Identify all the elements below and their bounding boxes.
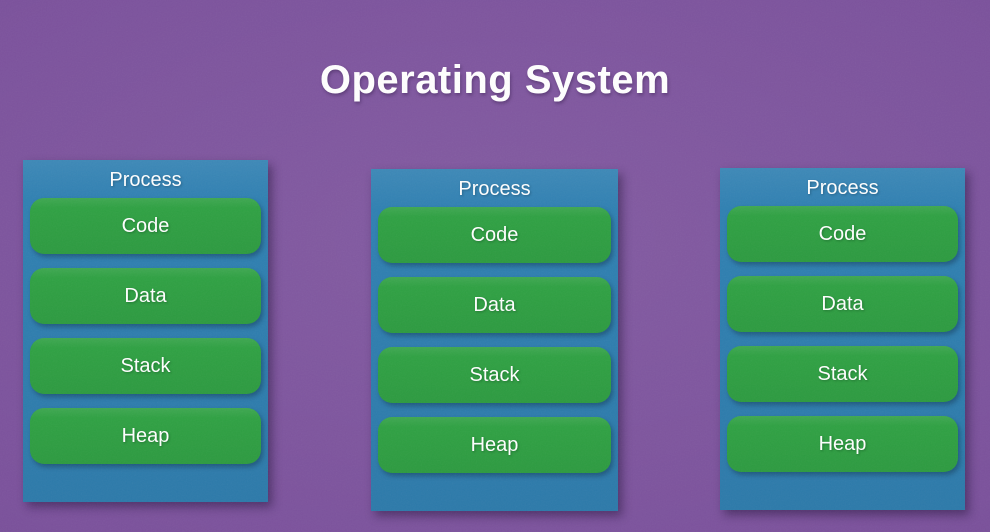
segment-data: Data	[30, 268, 261, 324]
segment-stack: Stack	[727, 346, 958, 402]
segment-code: Code	[727, 206, 958, 262]
segment-heap: Heap	[727, 416, 958, 472]
segment-stack: Stack	[378, 347, 611, 403]
segment-code: Code	[30, 198, 261, 254]
segment-heap: Heap	[378, 417, 611, 473]
segment-stack: Stack	[30, 338, 261, 394]
segment-data: Data	[378, 277, 611, 333]
segment-code: Code	[378, 207, 611, 263]
process-box-2: Process Code Data Stack Heap	[371, 169, 618, 511]
page-title: Operating System	[319, 58, 671, 102]
segment-heap: Heap	[30, 408, 261, 464]
process-label: Process	[109, 169, 182, 191]
segment-data: Data	[727, 276, 958, 332]
process-label: Process	[806, 177, 879, 199]
process-box-3: Process Code Data Stack Heap	[720, 168, 965, 510]
process-box-1: Process Code Data Stack Heap	[23, 160, 268, 502]
process-label: Process	[458, 178, 531, 200]
